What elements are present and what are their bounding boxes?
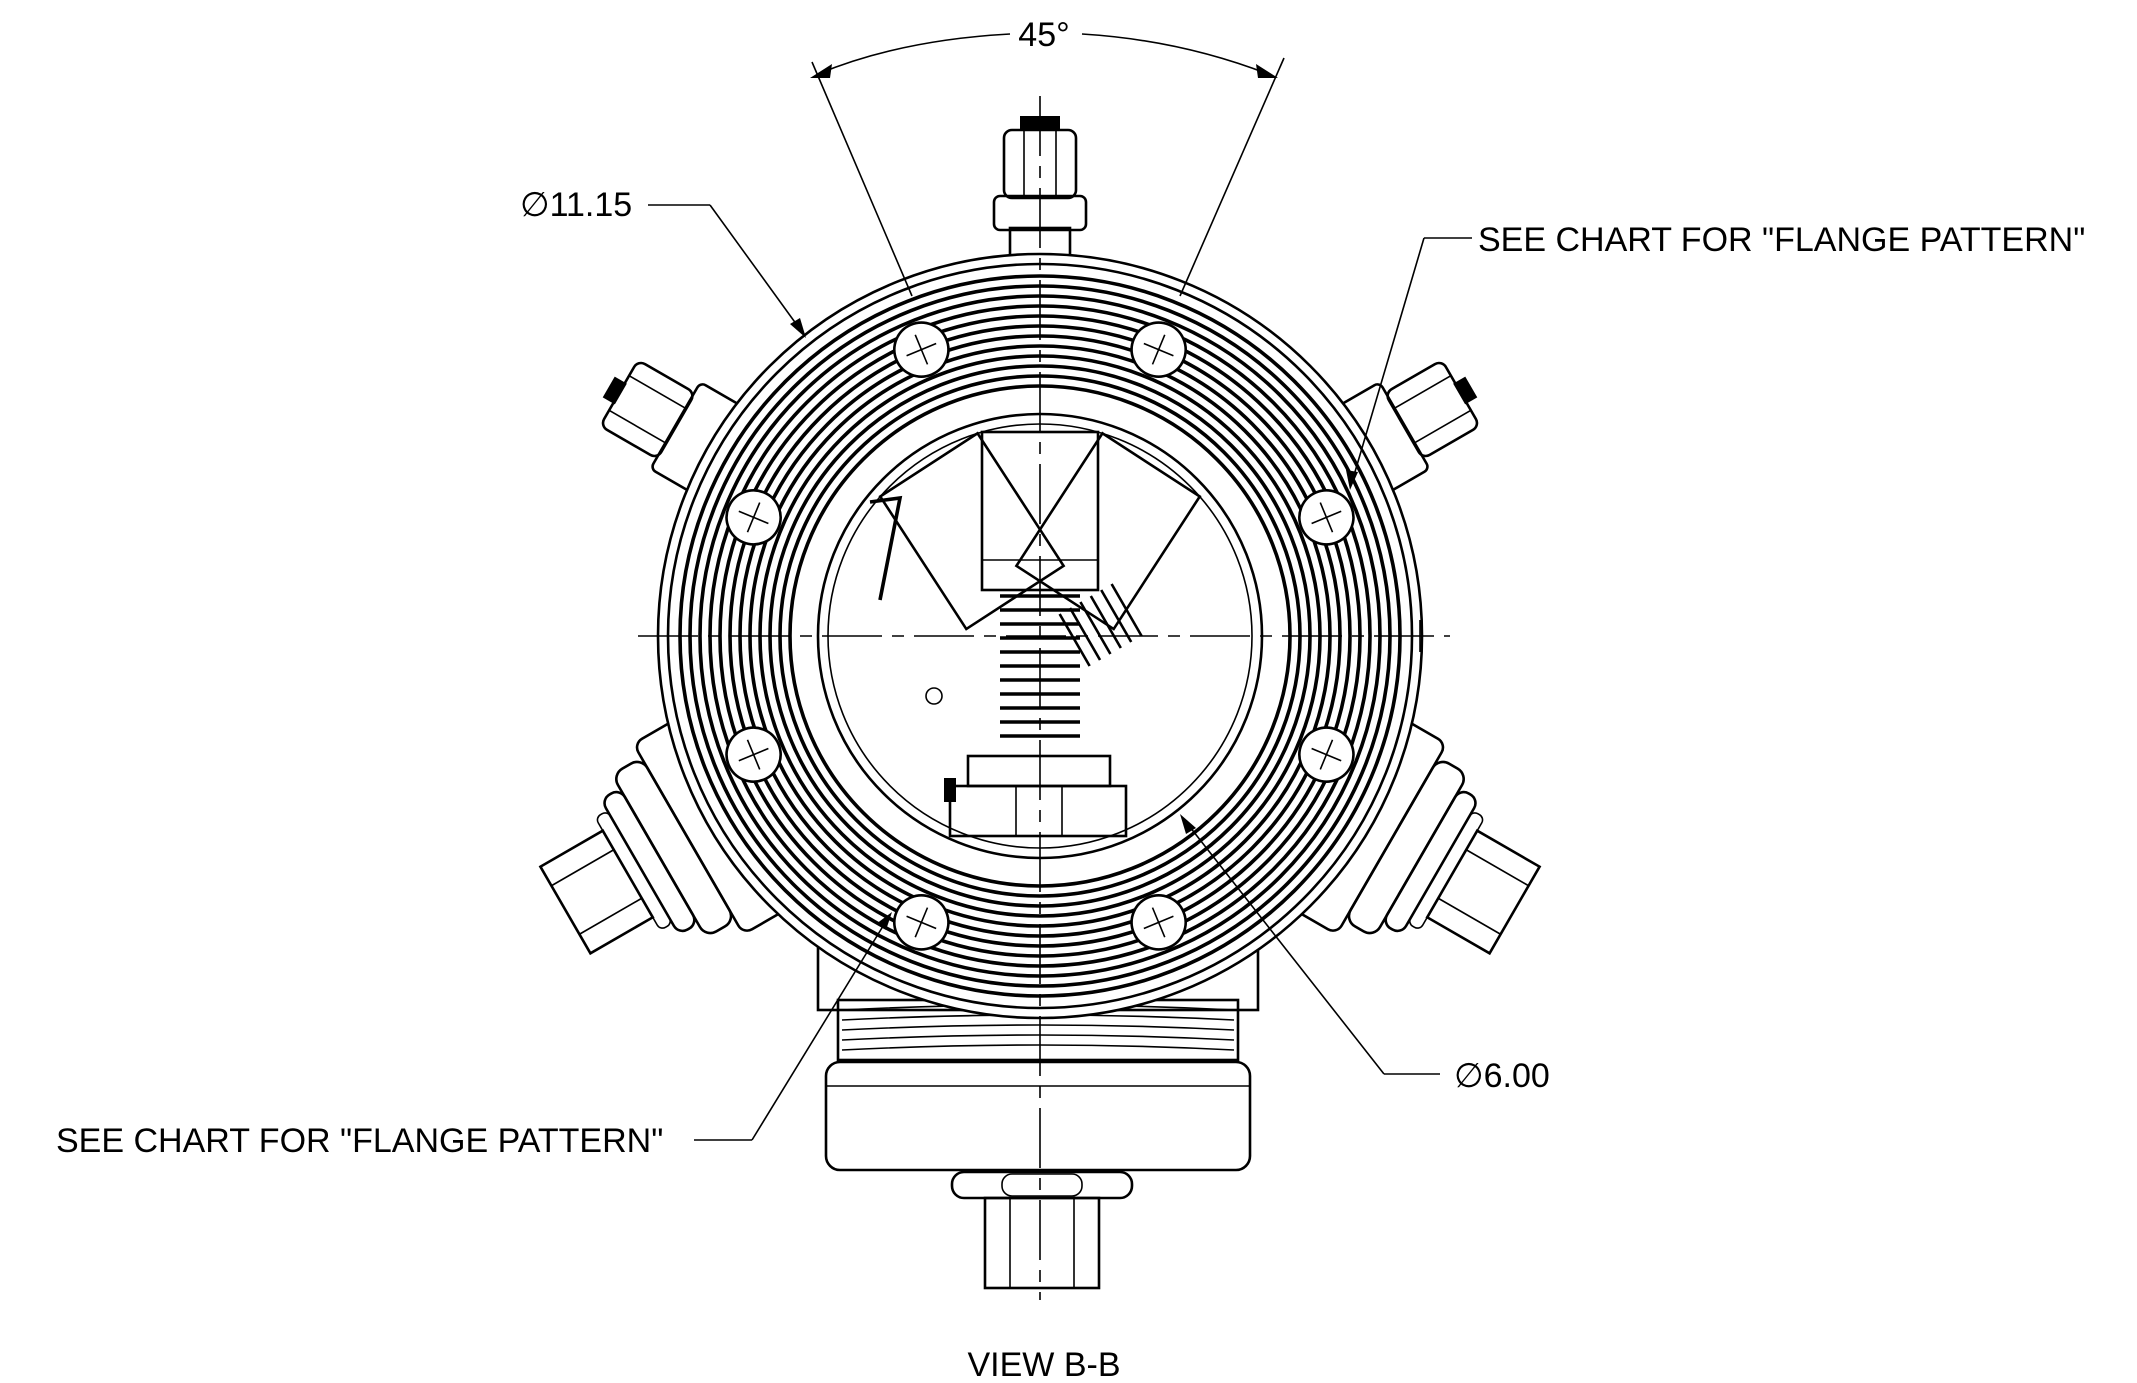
- bolt-holes: [725, 321, 1355, 951]
- angle-dimension: [810, 33, 1285, 297]
- centerlines: [638, 96, 1450, 1300]
- bottom-connector-clamp: [950, 1170, 1134, 1200]
- side-spring: [1058, 583, 1143, 667]
- inner-diameter-label: ∅6.00: [1454, 1057, 1550, 1095]
- flange-note-left: SEE CHART FOR "FLANGE PATTERN": [56, 1122, 663, 1160]
- flange-note-right-leader: [1346, 237, 1472, 490]
- left-wiper-blade: [869, 495, 903, 601]
- lower-clamp-base: [948, 784, 1128, 838]
- inner-diameter-leader: [1180, 814, 1440, 1075]
- outer-diameter-label: ∅11.15: [520, 186, 632, 224]
- flange-note-left-leader: [694, 912, 892, 1141]
- angle-label: 45°: [1018, 16, 1069, 54]
- outer-diameter-leader: [648, 204, 806, 338]
- bottom-mount-block: [824, 1060, 1252, 1172]
- flange-note-right: SEE CHART FOR "FLANGE PATTERN": [1478, 221, 2085, 259]
- view-title: VIEW B-B: [967, 1346, 1120, 1383]
- bottom-connector-body: [983, 1196, 1101, 1290]
